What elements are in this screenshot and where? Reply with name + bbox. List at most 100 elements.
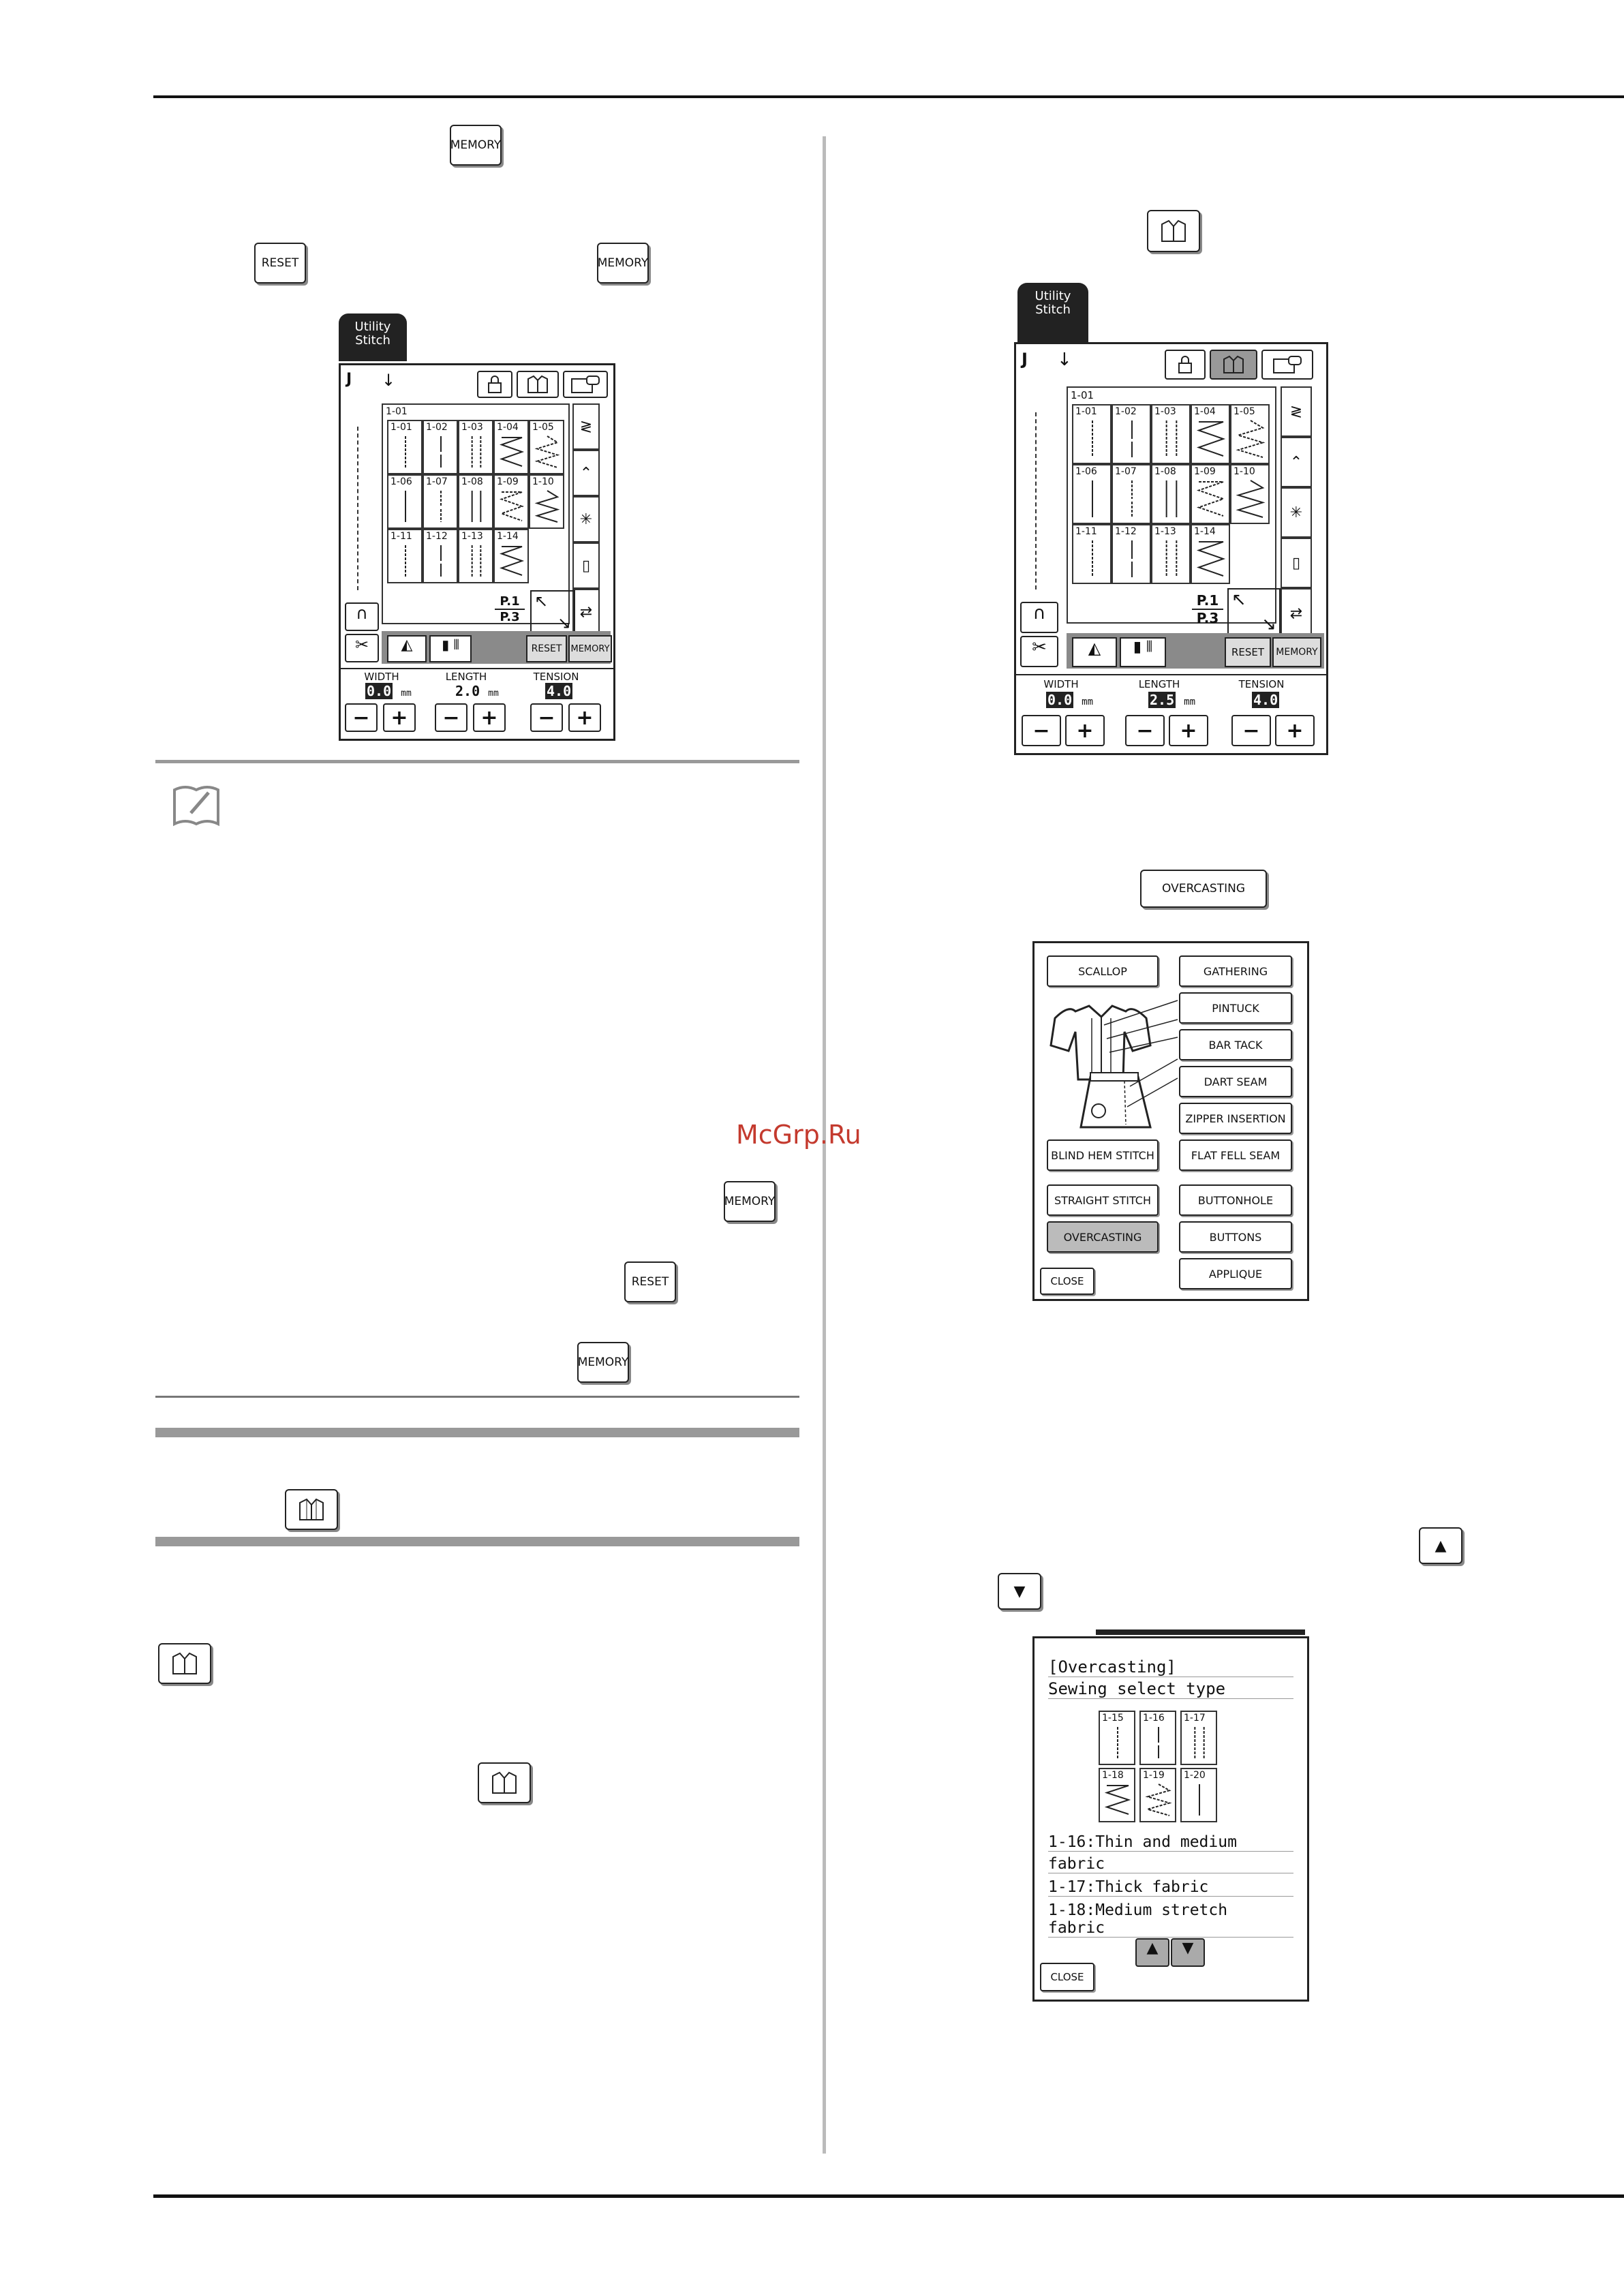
mirror-button[interactable]: ◭ bbox=[1072, 637, 1117, 667]
scroll-up-key[interactable]: ▲ bbox=[1419, 1527, 1462, 1564]
page-scroll-button[interactable]: ↖↘ bbox=[1227, 588, 1281, 636]
category-zigzag-button[interactable]: ≷ bbox=[572, 403, 600, 450]
tension-plus-button[interactable]: + bbox=[1275, 715, 1315, 746]
stitch-cell[interactable]: 1-14 bbox=[1191, 524, 1230, 584]
category-arrows-button[interactable]: ⌃ bbox=[572, 450, 600, 496]
book-key[interactable] bbox=[1261, 350, 1313, 380]
memory-key-4[interactable]: MEMORY bbox=[577, 1342, 629, 1383]
stitch-cell[interactable]: 1-07 bbox=[423, 474, 458, 529]
stitch-cell[interactable]: 1-01 bbox=[387, 420, 423, 474]
category-star-button[interactable]: ✳ bbox=[1281, 487, 1312, 538]
stitch-cell[interactable]: 1-14 bbox=[493, 529, 529, 583]
category-direction-button[interactable]: ⇄ bbox=[572, 589, 600, 635]
stitch-cell[interactable]: 1-09 bbox=[1191, 464, 1230, 524]
stitch-cell[interactable]: 1-13 bbox=[458, 529, 493, 583]
category-arrows-button[interactable]: ⌃ bbox=[1281, 437, 1312, 487]
shirt-key[interactable] bbox=[517, 371, 559, 398]
bar-tack-button[interactable]: BAR TACK bbox=[1179, 1029, 1292, 1060]
lock-key[interactable] bbox=[1165, 350, 1206, 380]
memory-screen-button[interactable]: MEMORY bbox=[568, 635, 612, 662]
stitch-cell[interactable]: 1-20 bbox=[1180, 1768, 1217, 1822]
stitch-cell[interactable]: 1-02 bbox=[423, 420, 458, 474]
stitch-cell[interactable]: 1-10 bbox=[529, 474, 564, 529]
overcasting-button[interactable]: OVERCASTING bbox=[1047, 1221, 1159, 1253]
length-minus-button[interactable]: − bbox=[1125, 715, 1165, 746]
stitch-cell[interactable]: 1-16 bbox=[1139, 1711, 1176, 1765]
info-down-button[interactable]: ▼ bbox=[1171, 1938, 1205, 1967]
blind-hem-stitch-button[interactable]: BLIND HEM STITCH bbox=[1047, 1139, 1159, 1171]
stitch-cell[interactable]: 1-08 bbox=[458, 474, 493, 529]
info-close-button[interactable]: CLOSE bbox=[1040, 1963, 1094, 1991]
scissors-button[interactable]: ✂ bbox=[1020, 636, 1058, 667]
dart-seam-button[interactable]: DART SEAM bbox=[1179, 1066, 1292, 1097]
shirt-key-4[interactable] bbox=[1147, 210, 1200, 252]
reverse-stitch-button[interactable]: ∩ bbox=[1020, 602, 1058, 633]
category-star-button[interactable]: ✳ bbox=[572, 496, 600, 542]
stitch-cell[interactable]: 1-02 bbox=[1112, 404, 1151, 464]
stitch-cell[interactable]: 1-11 bbox=[1072, 524, 1112, 584]
length-minus-button[interactable]: − bbox=[435, 703, 468, 732]
stitch-cell[interactable]: 1-19 bbox=[1139, 1768, 1176, 1822]
applique-button[interactable]: APPLIQUE bbox=[1179, 1258, 1292, 1289]
shirt-key-2[interactable] bbox=[158, 1643, 211, 1684]
tension-minus-button[interactable]: − bbox=[530, 703, 563, 732]
stitch-cell[interactable]: 1-01 bbox=[1072, 404, 1112, 464]
stitch-cell[interactable]: 1-18 bbox=[1099, 1768, 1135, 1822]
buttonhole-button[interactable]: BUTTONHOLE bbox=[1179, 1184, 1292, 1216]
stitch-cell[interactable]: 1-13 bbox=[1151, 524, 1191, 584]
stitch-cell[interactable]: 1-03 bbox=[1151, 404, 1191, 464]
stitch-cell[interactable]: 1-08 bbox=[1151, 464, 1191, 524]
length-plus-button[interactable]: + bbox=[1169, 715, 1208, 746]
stitch-cell[interactable]: 1-15 bbox=[1099, 1711, 1135, 1765]
memory-screen-button[interactable]: MEMORY bbox=[1272, 637, 1321, 667]
mirror-button[interactable]: ◭ bbox=[387, 635, 427, 662]
stitch-cell[interactable]: 1-04 bbox=[1191, 404, 1230, 464]
pintuck-button[interactable]: PINTUCK bbox=[1179, 992, 1292, 1024]
zipper-insertion-button[interactable]: ZIPPER INSERTION bbox=[1179, 1103, 1292, 1134]
stitch-cell[interactable]: 1-06 bbox=[387, 474, 423, 529]
width-plus-button[interactable]: + bbox=[383, 703, 416, 732]
tension-minus-button[interactable]: − bbox=[1231, 715, 1271, 746]
width-minus-button[interactable]: − bbox=[345, 703, 378, 732]
memory-key-3[interactable]: MEMORY bbox=[724, 1181, 776, 1222]
category-zigzag-button[interactable]: ≷ bbox=[1281, 386, 1312, 437]
stitch-cell[interactable]: 1-17 bbox=[1180, 1711, 1217, 1765]
straight-stitch-button[interactable]: STRAIGHT STITCH bbox=[1047, 1184, 1159, 1216]
close-button[interactable]: CLOSE bbox=[1040, 1268, 1094, 1295]
stitch-cell[interactable]: 1-09 bbox=[493, 474, 529, 529]
info-up-button[interactable]: ▲ bbox=[1135, 1938, 1169, 1967]
stitch-cell[interactable]: 1-05 bbox=[529, 420, 564, 474]
buttons-button[interactable]: BUTTONS bbox=[1179, 1221, 1292, 1253]
stitch-cell[interactable]: 1-05 bbox=[1230, 404, 1270, 464]
book-key[interactable] bbox=[563, 371, 608, 398]
shirt-key-heading[interactable] bbox=[285, 1489, 338, 1530]
gathering-button[interactable]: GATHERING bbox=[1179, 955, 1292, 987]
reset-screen-button[interactable]: RESET bbox=[1225, 637, 1271, 667]
reset-key-2[interactable]: RESET bbox=[624, 1261, 676, 1302]
overcasting-key[interactable]: OVERCASTING bbox=[1140, 870, 1267, 908]
category-buttonhole-button[interactable]: ▯ bbox=[1281, 538, 1312, 588]
category-buttonhole-button[interactable]: ▯ bbox=[572, 542, 600, 589]
stitch-cell[interactable]: 1-07 bbox=[1112, 464, 1151, 524]
stitch-cell[interactable]: 1-12 bbox=[423, 529, 458, 583]
page-scroll-button[interactable]: ↖↘ bbox=[530, 590, 575, 634]
tension-plus-button[interactable]: + bbox=[568, 703, 601, 732]
shirt-key-active[interactable] bbox=[1210, 350, 1257, 380]
width-plus-button[interactable]: + bbox=[1065, 715, 1105, 746]
stitch-cell[interactable]: 1-10 bbox=[1230, 464, 1270, 524]
twin-needle-button[interactable]: ▮ ⫴ bbox=[429, 635, 472, 662]
scallop-button[interactable]: SCALLOP bbox=[1047, 955, 1159, 987]
flat-fell-seam-button[interactable]: FLAT FELL SEAM bbox=[1179, 1139, 1292, 1171]
stitch-cell[interactable]: 1-12 bbox=[1112, 524, 1151, 584]
length-plus-button[interactable]: + bbox=[473, 703, 506, 732]
scroll-down-key[interactable]: ▼ bbox=[998, 1573, 1041, 1610]
stitch-cell[interactable]: 1-03 bbox=[458, 420, 493, 474]
stitch-cell[interactable]: 1-11 bbox=[387, 529, 423, 583]
memory-key-1[interactable]: MEMORY bbox=[450, 125, 502, 166]
width-minus-button[interactable]: − bbox=[1022, 715, 1061, 746]
reset-key-1[interactable]: RESET bbox=[254, 243, 306, 284]
reset-screen-button[interactable]: RESET bbox=[526, 635, 567, 662]
lock-key[interactable] bbox=[477, 371, 512, 398]
twin-needle-button[interactable]: ▮ ⫴ bbox=[1120, 637, 1166, 667]
stitch-cell[interactable]: 1-06 bbox=[1072, 464, 1112, 524]
